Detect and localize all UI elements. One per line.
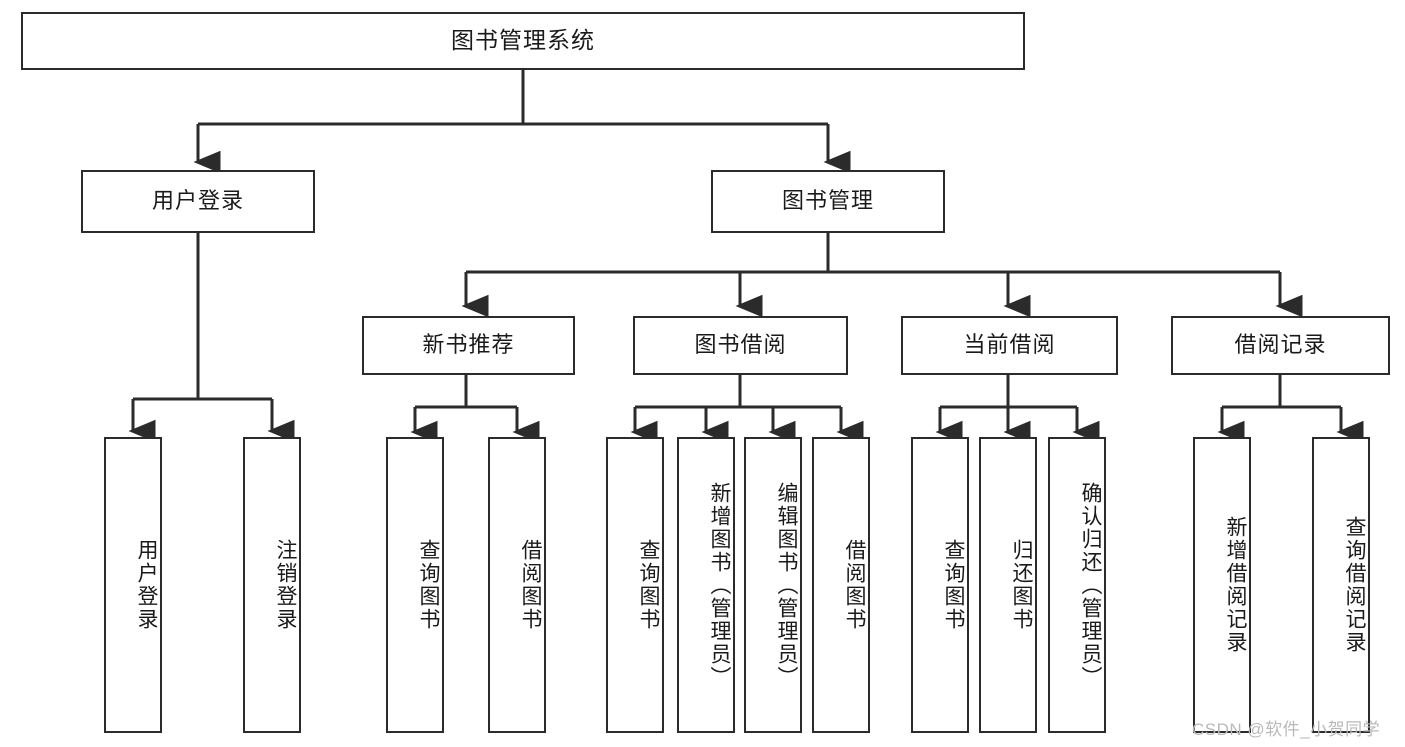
node-user-login[interactable]: 用户登录	[81, 170, 315, 233]
node-label: 新书推荐	[422, 332, 515, 358]
leaf-borrow-record-add-record[interactable]: 新增借阅记录	[1193, 437, 1251, 733]
node-root-book-management-system[interactable]: 图书管理系统	[21, 12, 1025, 70]
node-label: 查询借阅记录	[1343, 516, 1366, 654]
node-label: 图书管理	[781, 188, 874, 214]
node-label: 查询图书	[417, 539, 440, 631]
node-label: 新增借阅记录	[1224, 516, 1247, 654]
leaf-book-borrow-edit-book-admin[interactable]: 编辑图书（管理员）	[744, 437, 802, 733]
leaf-borrow-record-query-record[interactable]: 查询借阅记录	[1312, 437, 1370, 733]
node-label: 用户登录	[151, 188, 244, 214]
node-label: 新增图书（管理员）	[708, 481, 731, 689]
node-label: 借阅记录	[1234, 332, 1327, 358]
leaf-current-borrow-return-book[interactable]: 归还图书	[979, 437, 1037, 733]
leaf-book-borrow-add-book-admin[interactable]: 新增图书（管理员）	[677, 437, 735, 733]
leaf-new-book-borrow-book[interactable]: 借阅图书	[488, 437, 546, 733]
node-label: 借阅图书	[843, 539, 866, 631]
node-book-management[interactable]: 图书管理	[711, 170, 945, 233]
node-new-book-recommend[interactable]: 新书推荐	[362, 316, 575, 375]
watermark-csdn: CSDN @软件_小贺同学	[1192, 720, 1381, 739]
leaf-current-borrow-confirm-return-admin[interactable]: 确认归还（管理员）	[1048, 437, 1106, 733]
leaf-new-book-query-book[interactable]: 查询图书	[386, 437, 444, 733]
leaf-user-login-logout[interactable]: 注销登录	[243, 437, 301, 733]
node-current-borrow[interactable]: 当前借阅	[901, 316, 1118, 375]
node-label: 查询图书	[942, 539, 965, 631]
node-label: 图书管理系统	[451, 27, 595, 54]
node-label: 归还图书	[1010, 539, 1033, 631]
node-label: 确认归还（管理员）	[1079, 481, 1102, 689]
node-label: 当前借阅	[963, 332, 1056, 358]
node-label: 注销登录	[274, 539, 297, 631]
leaf-book-borrow-query-book[interactable]: 查询图书	[606, 437, 664, 733]
node-label: 用户登录	[135, 539, 158, 631]
node-label: 借阅图书	[519, 539, 542, 631]
leaf-book-borrow-borrow-book[interactable]: 借阅图书	[812, 437, 870, 733]
node-label: 查询图书	[637, 539, 660, 631]
node-label: 图书借阅	[694, 332, 787, 358]
node-book-borrow[interactable]: 图书借阅	[633, 316, 848, 375]
node-borrow-record[interactable]: 借阅记录	[1171, 316, 1390, 375]
node-label: 编辑图书（管理员）	[775, 481, 798, 689]
leaf-current-borrow-query-book[interactable]: 查询图书	[911, 437, 969, 733]
leaf-user-login-login[interactable]: 用户登录	[104, 437, 162, 733]
